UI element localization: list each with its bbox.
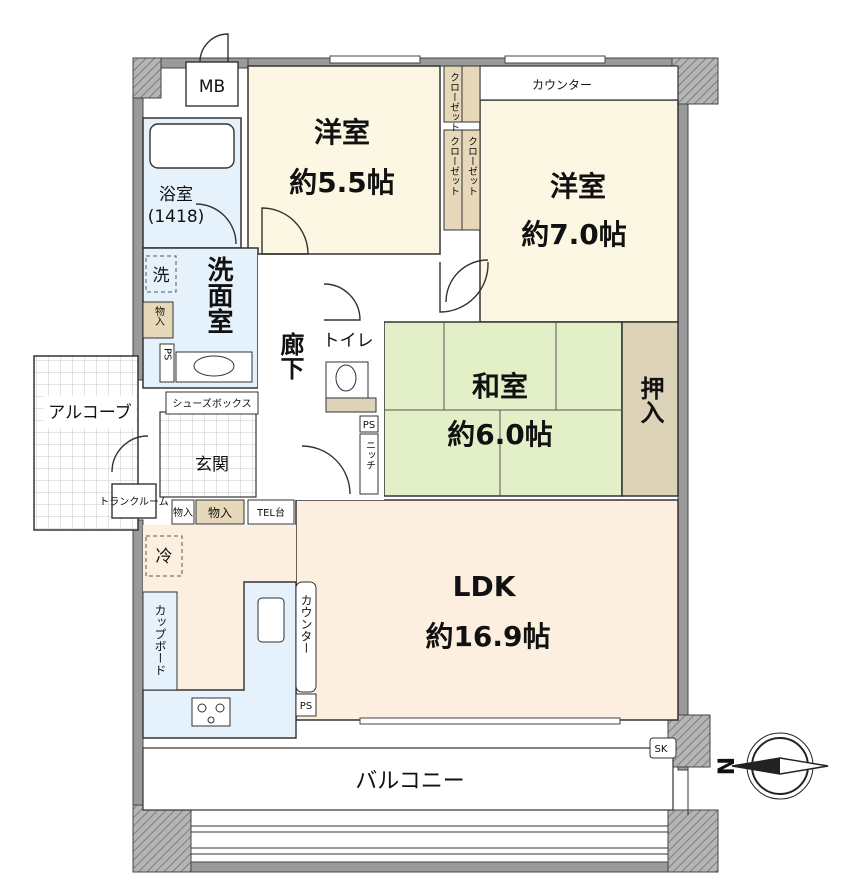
tatami-lines bbox=[384, 322, 622, 496]
ldk-room bbox=[295, 499, 679, 721]
western2-area: 約7.0帖 bbox=[521, 218, 627, 251]
washer-space bbox=[145, 255, 177, 293]
counter-top-label: カウンター bbox=[532, 78, 592, 92]
outer-walls bbox=[132, 57, 719, 873]
fridge-label: 冷 bbox=[156, 547, 173, 567]
oshiire-label: 押入 bbox=[636, 376, 664, 424]
compass-icon bbox=[731, 732, 829, 800]
western-room-2 bbox=[479, 99, 679, 323]
closet-small-label: クローゼット bbox=[448, 72, 460, 132]
top-windows bbox=[329, 55, 606, 64]
japanese-area: 約6.0帖 bbox=[447, 418, 553, 451]
tel-box bbox=[247, 499, 295, 525]
sk-label: SK bbox=[655, 744, 668, 755]
sk-box bbox=[649, 737, 677, 759]
alcove-name: アルコーブ bbox=[48, 402, 131, 423]
door-swings bbox=[111, 203, 489, 495]
bathtub bbox=[149, 123, 235, 169]
counter-top-strip bbox=[479, 65, 679, 101]
western1-name: 洋室 bbox=[314, 116, 370, 149]
shoebox bbox=[165, 391, 259, 415]
storage-entry-box bbox=[195, 499, 245, 525]
ps-box-2 bbox=[159, 343, 175, 383]
shoebox-label: シューズボックス bbox=[172, 397, 251, 410]
western2-name: 洋室 bbox=[550, 170, 606, 203]
counter-kitchen-box bbox=[295, 581, 317, 693]
mb-label: MB bbox=[199, 77, 225, 97]
niche-box bbox=[359, 433, 379, 495]
ldk-name: LDK bbox=[453, 570, 517, 603]
closet-small-b bbox=[461, 65, 481, 123]
closet-b bbox=[461, 129, 481, 231]
toilet-cabinet bbox=[325, 397, 377, 413]
corridor-name: 廊下 bbox=[276, 331, 304, 380]
ps-box-3 bbox=[295, 693, 317, 717]
closet-a-label: クローゼット bbox=[448, 136, 460, 196]
counter-kitchen-label: カウンター bbox=[299, 594, 313, 654]
storage-wash-label: 物入 bbox=[153, 305, 165, 326]
ps-box-1 bbox=[359, 415, 379, 433]
ps1-label: PS bbox=[363, 420, 375, 431]
washroom-name: 洗面室 bbox=[203, 256, 233, 334]
western-room-1 bbox=[247, 65, 441, 255]
entrance-name: 玄関 bbox=[195, 455, 229, 475]
trunk-room-label: トランクルーム bbox=[99, 496, 168, 508]
ldk-area: 約16.9帖 bbox=[425, 620, 550, 653]
tel-label: TEL台 bbox=[256, 506, 285, 519]
washer-label: 洗 bbox=[153, 266, 170, 286]
toilet-name: トイレ bbox=[323, 331, 374, 351]
storage-small-box bbox=[171, 499, 195, 525]
wash-basin bbox=[175, 351, 253, 383]
kitchen-sink bbox=[257, 597, 285, 643]
cooktop bbox=[191, 697, 231, 727]
western1-area: 約5.5帖 bbox=[289, 166, 395, 199]
entrance-floor bbox=[159, 411, 257, 498]
ldk-window bbox=[359, 717, 621, 725]
storage-wash-box bbox=[142, 301, 174, 339]
ps2-label: PS bbox=[162, 348, 173, 360]
japanese-room bbox=[383, 321, 623, 497]
niche-label: ニッチ bbox=[364, 440, 375, 470]
balcony-name: バルコニー bbox=[355, 769, 465, 794]
compass-letter: N bbox=[715, 757, 740, 775]
japanese-name: 和室 bbox=[472, 370, 528, 403]
ps3-label: PS bbox=[300, 701, 312, 712]
storage-entry-label: 物入 bbox=[208, 506, 232, 520]
mb-box bbox=[185, 61, 239, 107]
cupboard-label: カップボード bbox=[153, 604, 167, 676]
cupboard bbox=[142, 591, 178, 691]
bath-size: (1418) bbox=[148, 207, 205, 227]
trunk-room bbox=[111, 483, 157, 519]
oshiire-closet bbox=[621, 321, 679, 497]
balcony bbox=[142, 747, 689, 855]
alcove-label-bg bbox=[44, 396, 136, 428]
bath-name: 浴室 bbox=[159, 185, 193, 205]
closet-b-label: クローゼット bbox=[466, 136, 478, 196]
storage-small-label: 物入 bbox=[173, 506, 193, 519]
fridge-space bbox=[145, 535, 183, 577]
